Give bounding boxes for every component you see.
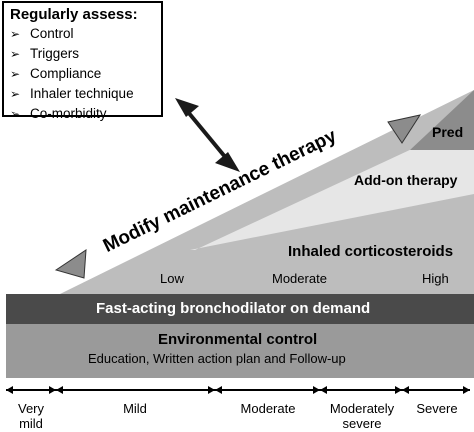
arrow-bullet-icon: ➢ <box>10 107 21 121</box>
severity-axis-arrows <box>6 386 470 394</box>
severity-moderate: Moderate <box>240 401 296 416</box>
severity-mild: Mild <box>123 401 147 416</box>
severity-very-mild: Very mild <box>17 401 44 431</box>
assess-link-arrow-head-top <box>175 98 199 117</box>
environmental-control-band <box>6 322 474 378</box>
environmental-control-title: Environmental control <box>158 331 318 348</box>
ics-level-low: Low <box>160 271 184 286</box>
bronchodilator-band <box>6 294 474 324</box>
assess-item-triggers: ➢Triggers <box>10 44 155 64</box>
severity-severe: Severe <box>416 401 458 416</box>
assess-item-compliance: ➢Compliance <box>10 64 155 84</box>
severity-moderately-severe: Moderately severe <box>329 401 395 431</box>
pred-wedge <box>410 90 474 150</box>
arrow-bullet-icon: ➢ <box>10 87 21 101</box>
assess-item-comorbidity: ➢Co-morbidity <box>10 104 155 124</box>
arrow-bullet-icon: ➢ <box>10 47 21 61</box>
environmental-control-subtitle: Education, Written action plan and Follo… <box>88 351 346 366</box>
ics-level-high: High <box>422 271 449 286</box>
assess-item-control: ➢Control <box>10 24 155 44</box>
arrow-bullet-icon: ➢ <box>10 27 21 41</box>
pred-label: Pred <box>432 124 464 140</box>
addon-therapy-label: Add-on therapy <box>354 172 458 188</box>
assess-title: Regularly assess: <box>10 6 138 23</box>
regularly-assess-box: Regularly assess: ➢Control ➢Triggers ➢Co… <box>2 1 163 121</box>
ics-label: Inhaled corticosteroids <box>288 243 454 260</box>
assess-link-arrow-shaft <box>186 110 228 160</box>
addon-wedge <box>190 120 474 250</box>
ics-wedge <box>60 90 474 294</box>
modify-arrow-left-head <box>54 249 87 279</box>
modify-arrow-right-head <box>387 114 422 144</box>
bronchodilator-label: Fast-acting bronchodilator on demand <box>96 300 371 317</box>
assess-link-arrow-head-bottom <box>215 152 240 172</box>
ics-level-moderate: Moderate <box>272 271 327 286</box>
arrow-bullet-icon: ➢ <box>10 67 21 81</box>
assess-item-inhaler-technique: ➢Inhaler technique <box>10 84 155 104</box>
